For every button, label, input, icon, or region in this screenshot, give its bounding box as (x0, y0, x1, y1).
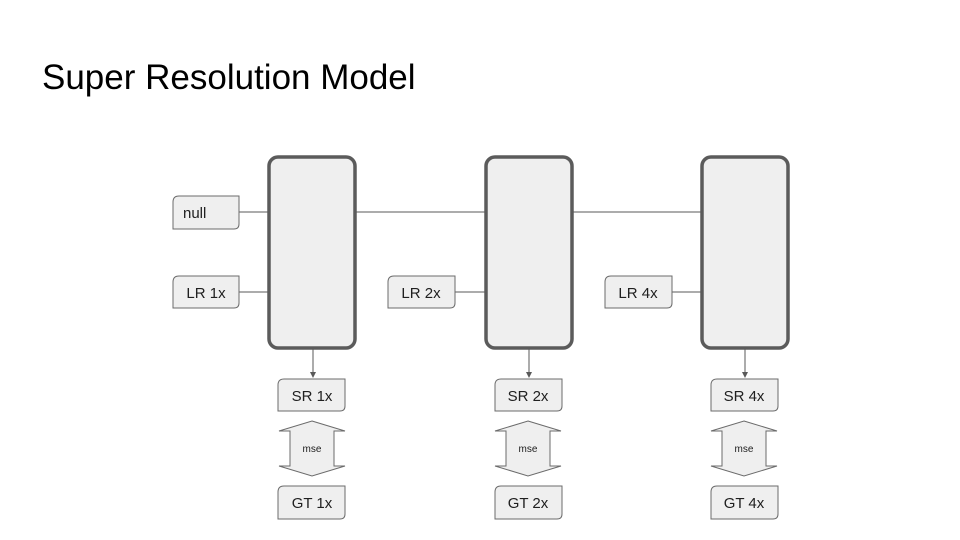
gt-1x-label: GT 1x (292, 495, 333, 512)
model-block-1 (267, 155, 357, 350)
gt-4x-label: GT 4x (724, 495, 765, 512)
connectors (239, 209, 748, 378)
stage-3-output: SR 4x mse GT 4x (710, 378, 779, 520)
mse-label-3: mse (735, 444, 754, 455)
sr-4x-label: SR 4x (724, 388, 765, 405)
gt-1x-box (277, 485, 346, 520)
mse-double-arrow-1 (278, 420, 346, 477)
mse-label-2: mse (519, 444, 538, 455)
sr-1x-label: SR 1x (292, 388, 333, 405)
input-lr-4x-label: LR 4x (618, 285, 658, 302)
gt-2x-box (494, 485, 563, 520)
sr-4x-box (710, 378, 779, 412)
slide-title: Super Resolution Model (42, 58, 416, 97)
sr-2x-label: SR 2x (508, 388, 549, 405)
input-null: null (172, 195, 240, 230)
input-null-label: null (183, 205, 206, 222)
sr-1x-box (277, 378, 346, 412)
stage-2-output: SR 2x mse GT 2x (494, 378, 563, 520)
model-block-2 (484, 155, 574, 350)
input-lr-1x: LR 1x (172, 275, 240, 309)
input-lr-2x-label: LR 2x (401, 285, 441, 302)
input-lr-2x: LR 2x (387, 275, 456, 309)
mse-label-1: mse (303, 444, 322, 455)
gt-4x-box (710, 485, 779, 520)
input-lr-4x: LR 4x (604, 275, 673, 309)
sr-2x-box (494, 378, 563, 412)
model-block-3 (700, 155, 790, 350)
stage-1-output: SR 1x mse GT 1x (277, 378, 346, 520)
mse-double-arrow-2 (494, 420, 562, 477)
gt-2x-label: GT 2x (508, 495, 549, 512)
mse-double-arrow-3 (710, 420, 778, 477)
input-lr-1x-label: LR 1x (186, 285, 226, 302)
